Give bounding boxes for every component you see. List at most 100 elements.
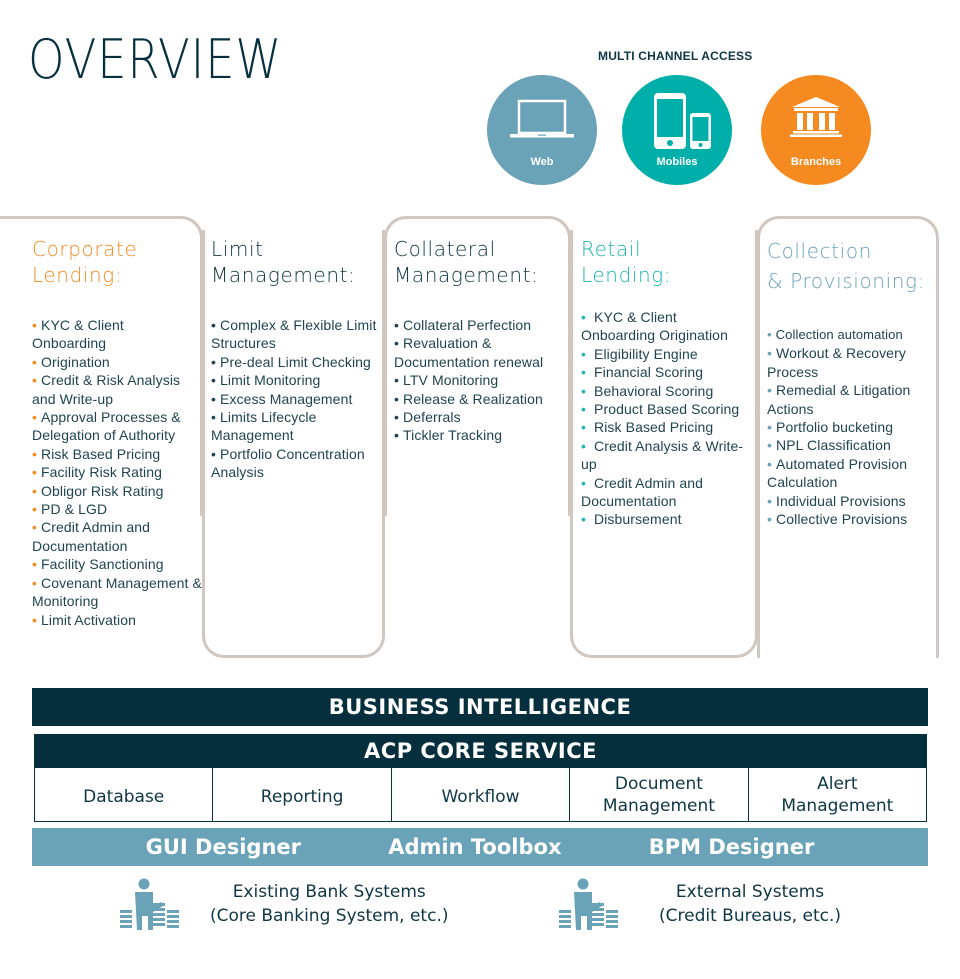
list-item: •Facility Sanctioning — [32, 555, 202, 573]
channel-branches: Branches — [761, 75, 871, 185]
bullet-icon: • — [211, 353, 217, 370]
person-with-coins-icon — [557, 878, 619, 930]
list-item-text: Credit Admin and Documentation — [581, 474, 704, 510]
list-item: •Facility Risk Rating — [32, 463, 202, 481]
channel-label: Branches — [790, 156, 842, 168]
list-item: •Portfolio Concentration Analysis — [211, 445, 381, 482]
integration-label: Existing Bank Systems (Core Banking Syst… — [210, 880, 448, 928]
bullet-icon: • — [767, 345, 773, 362]
list-item: •Remedial & Litigation Actions — [767, 381, 937, 418]
bullet-icon: • — [32, 353, 38, 370]
service-label: Reporting — [260, 786, 344, 807]
list-item: •Limit Activation — [32, 611, 202, 629]
list-item: •KYC & Client Onboarding — [32, 316, 202, 353]
list-item: •Eligibility Engine — [581, 345, 753, 363]
list-item-text: Automated Provision Calculation — [767, 455, 908, 491]
module-title-line: & Provisioning: — [767, 269, 925, 293]
list-item: •Credit & Risk Analysis and Write-up — [32, 371, 202, 408]
list-item: •Obligor Risk Rating — [32, 482, 202, 500]
bullet-icon: • — [767, 455, 773, 472]
list-item: •Pre-deal Limit Checking — [211, 353, 381, 371]
bullet-icon: • — [211, 390, 217, 407]
channel-label: Mobiles — [656, 156, 698, 168]
service-alert-management: Alert Management — [749, 768, 926, 821]
bullet-icon: • — [32, 464, 38, 481]
list-item: •Credit Admin and Documentation — [32, 518, 202, 555]
module-retail-lending: Retail Lending: •KYC & Client Onboarding… — [581, 236, 753, 529]
list-item-text: KYC & Client Onboarding — [32, 317, 124, 352]
bullet-icon: • — [32, 574, 38, 591]
module-corporate-lending: Corporate Lending: •KYC & Client Onboard… — [32, 236, 202, 629]
feature-list: •KYC & Client Onboarding •Origination •C… — [32, 316, 202, 629]
bank-building-icon — [761, 93, 871, 153]
feature-list: •Complex & Flexible Limit Structures •Pr… — [211, 316, 381, 482]
list-item-text: KYC & Client Onboarding Origination — [581, 309, 728, 344]
bullet-icon: • — [581, 309, 587, 325]
bullet-icon: • — [32, 409, 38, 426]
list-item-text: Credit Admin and Documentation — [32, 519, 151, 554]
service-workflow: Workflow — [392, 768, 571, 821]
list-item: •Financial Scoring — [581, 363, 753, 381]
list-item: •Automated Provision Calculation — [767, 455, 937, 492]
list-item-text: Portfolio bucketing — [776, 419, 894, 436]
list-item: •Risk Based Pricing — [32, 445, 202, 463]
list-item-text: Approval Processes & Delegation of Autho… — [32, 409, 181, 444]
feature-list: •Collection automation •Workout & Recove… — [767, 326, 937, 528]
list-item: •Collective Provisions — [767, 510, 937, 528]
person-with-coins-icon — [118, 878, 180, 930]
tool-bpm-designer: BPM Designer — [648, 835, 815, 859]
module-title: Corporate Lending: — [32, 236, 202, 288]
bullet-icon: • — [211, 317, 217, 333]
list-item-text: Credit Analysis & Write-up — [581, 437, 744, 473]
channel-web: Web — [487, 75, 597, 185]
list-item: •Product Based Scoring — [581, 400, 753, 418]
bullet-icon: • — [581, 364, 587, 381]
list-item-text: Eligibility Engine — [594, 345, 698, 362]
integration-title: Existing Bank Systems — [232, 882, 426, 902]
module-title: Collateral Management: — [394, 236, 566, 288]
bullet-icon: • — [767, 327, 772, 342]
bullet-icon: • — [767, 437, 773, 454]
module-title: Retail Lending: — [581, 236, 753, 288]
module-title-line: Lending: — [581, 263, 672, 287]
list-item-text: Credit & Risk Analysis and Write-up — [32, 372, 181, 407]
bullet-icon: • — [211, 409, 217, 426]
list-item: •Collateral Perfection — [394, 316, 566, 334]
list-item-text: Revaluation & Documentation renewal — [394, 335, 544, 370]
list-item: •Excess Management — [211, 390, 381, 408]
service-document-management: Document Management — [570, 768, 749, 821]
list-item-text: Pre-deal Limit Checking — [220, 353, 371, 370]
list-item: •Release & Realization — [394, 390, 566, 408]
bullet-icon: • — [394, 390, 400, 407]
channel-mobiles: Mobiles — [622, 75, 732, 185]
list-item: •Credit Admin and Documentation — [581, 474, 753, 511]
module-frame-collection — [757, 216, 939, 658]
list-item: •Origination — [32, 353, 202, 371]
service-label: Alert — [817, 773, 858, 794]
bullet-icon: • — [581, 437, 587, 454]
list-item-text: Workout & Recovery Process — [767, 345, 906, 380]
service-label: Management — [602, 795, 715, 816]
bullet-icon: • — [32, 611, 38, 628]
list-item: •Approval Processes & Delegation of Auth… — [32, 408, 202, 445]
list-item-text: Limit Activation — [41, 611, 136, 628]
list-item: •Risk Based Pricing — [581, 418, 753, 436]
list-item: •Individual Provisions — [767, 492, 937, 510]
integration-subtitle: (Core Banking System, etc.) — [210, 906, 449, 926]
bullet-icon: • — [32, 445, 38, 462]
list-item-text: Deferrals — [403, 409, 461, 426]
tool-gui-designer: GUI Designer — [145, 835, 301, 859]
module-title-line: Collection — [767, 239, 872, 263]
bullet-icon: • — [32, 501, 38, 518]
list-item: •Workout & Recovery Process — [767, 344, 937, 381]
list-item-text: Limits Lifecycle Management — [211, 409, 317, 444]
service-label: Workflow — [441, 786, 520, 807]
list-item-text: Behavioral Scoring — [594, 382, 714, 399]
list-item-text: Facility Risk Rating — [41, 464, 163, 481]
bullet-icon: • — [394, 372, 400, 389]
list-item: •Behavioral Scoring — [581, 382, 753, 400]
bullet-icon: • — [32, 372, 38, 389]
bullet-icon: • — [581, 511, 587, 528]
list-item: •Disbursement — [581, 510, 753, 528]
list-item: •Tickler Tracking — [394, 426, 566, 444]
